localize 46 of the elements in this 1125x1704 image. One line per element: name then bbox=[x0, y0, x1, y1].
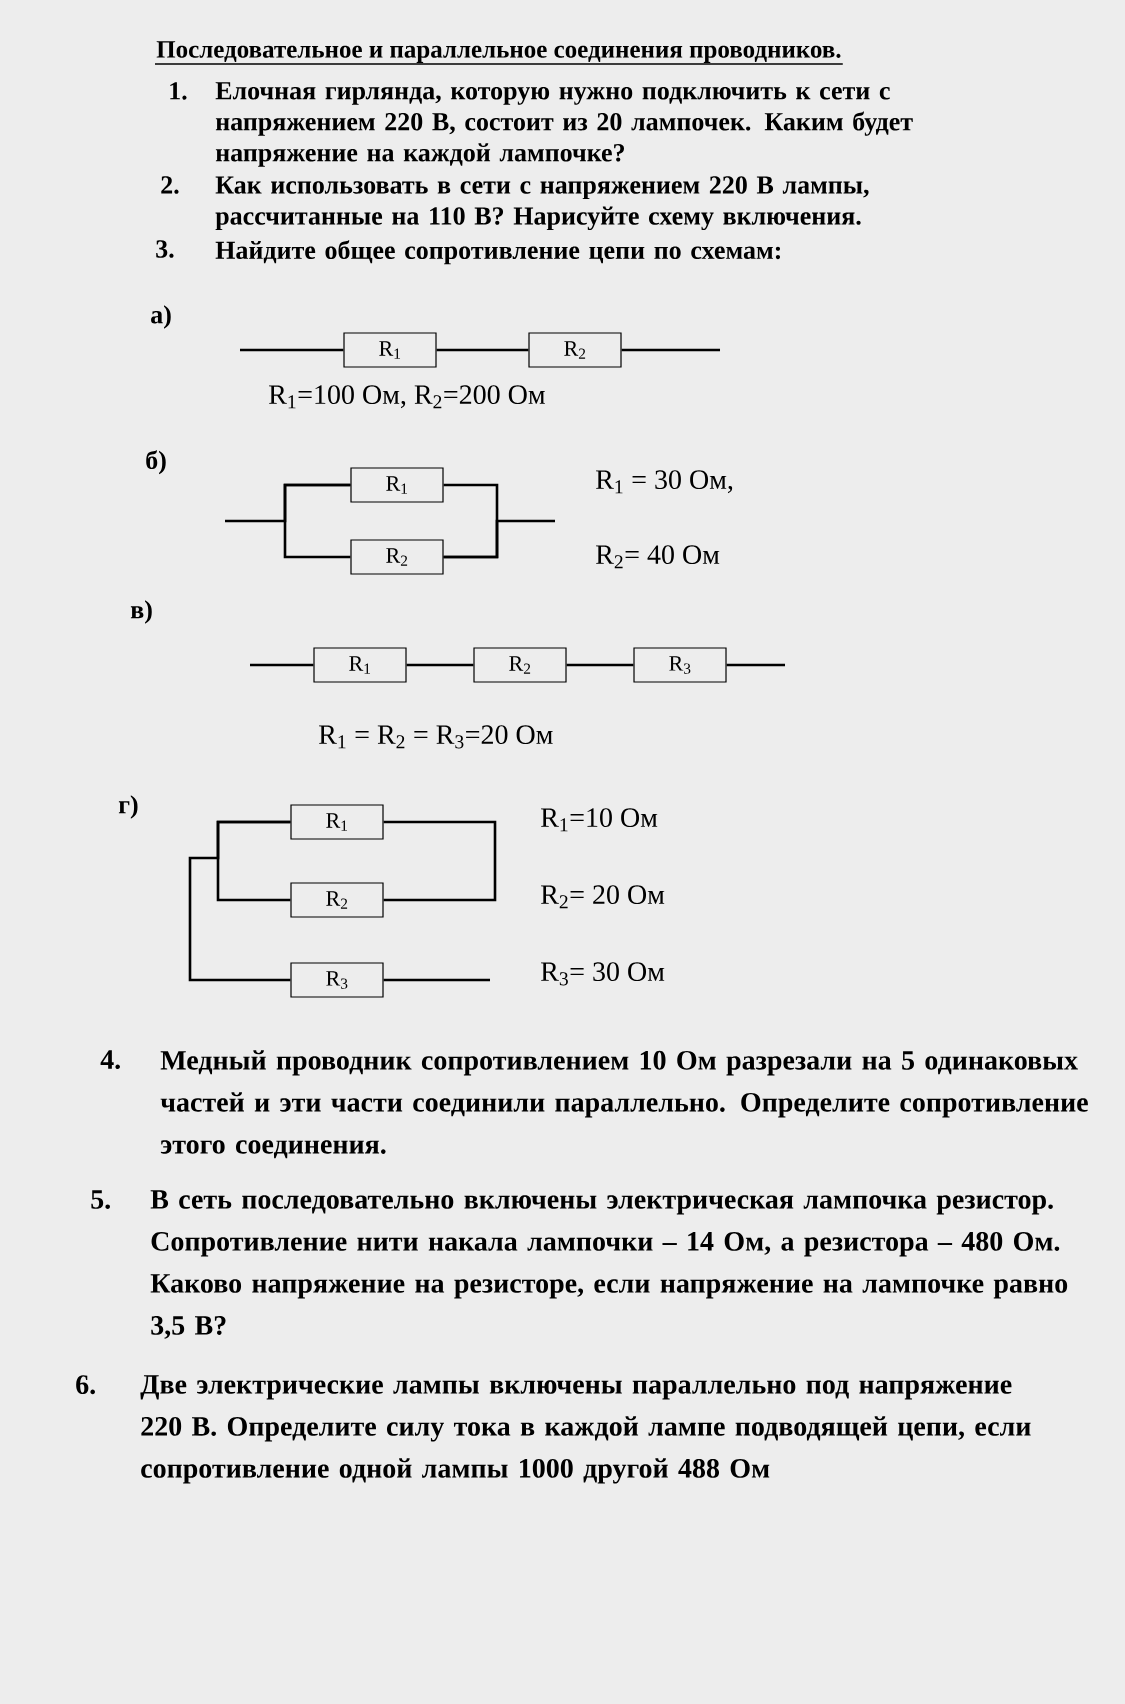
resistance-values: R$_{3}$= 30 Ом bbox=[541, 962, 665, 986]
resistor-box: R$_{1}$ bbox=[343, 332, 437, 368]
question-text: В сеть последовательно включены электрическая лампочка резистор. Сопротивление нити накала лампочки – 14 Ом, а резистора – 480 Ом. Каково напряжение на резисторе, если напряжение на лампочке равно 3,5 В? bbox=[150, 1190, 1068, 1339]
resistance-values: R$_{1}$ = 30 Ом, bbox=[596, 470, 733, 494]
question-text: Елочная гирлянда, которую нужно подключить к сети с напряжением 220 В, состоит из 20 лампочек. Каким будет напряжение на каждой лампочке? bbox=[215, 82, 913, 167]
resistor-box: R$_{2}$ bbox=[473, 647, 567, 683]
wire bbox=[436, 348, 529, 352]
wire bbox=[726, 663, 785, 667]
question-number: 3. bbox=[156, 240, 174, 258]
resistor-box: R$_{2}$ bbox=[528, 332, 622, 368]
question-number: 2. bbox=[161, 176, 179, 194]
wire bbox=[443, 519, 555, 559]
wire bbox=[621, 348, 720, 352]
item-letter: а) bbox=[151, 305, 171, 329]
question-text: Как использовать в сети с напряжением 220 В лампы, рассчитанные на 110 В? Нарисуйте схему включения. bbox=[215, 176, 869, 231]
item-letter: г) bbox=[118, 795, 138, 819]
question-text: Найдите общее сопротивление цепи по схемам: bbox=[215, 240, 781, 265]
resistor-box: R$_{2}$ bbox=[350, 539, 444, 575]
wire bbox=[250, 663, 314, 667]
wire bbox=[283, 483, 351, 559]
resistance-values: R$_{2}$= 40 Ом bbox=[596, 545, 720, 569]
resistor-box: R$_{3}$ bbox=[290, 962, 384, 998]
resistor-box: R$_{1}$ bbox=[313, 647, 407, 683]
question-number: 4. bbox=[100, 1050, 120, 1070]
resistor-box: R$_{1}$ bbox=[290, 804, 384, 840]
question-text: Медный проводник сопротивлением 10 Ом разрезали на 5 одинаковых частей и эти части соединили параллельно. Определите сопротивление этого соединения. bbox=[160, 1050, 1088, 1159]
question-number: 1. bbox=[170, 82, 187, 100]
question-text: Две электрические лампы включены параллельно под напряжение 220 В. Определите силу тока в каждой лампе подводящей цепи, если сопротивление одной лампы 1000 другой 488 Ом bbox=[140, 1375, 1031, 1484]
resistance-values: R$_{2}$= 20 Ом bbox=[541, 885, 665, 909]
wire bbox=[383, 978, 490, 982]
wire bbox=[566, 663, 634, 667]
question-number: 6. bbox=[76, 1375, 95, 1395]
resistor-box: R$_{3}$ bbox=[633, 647, 727, 683]
item-letter: б) bbox=[146, 450, 166, 475]
resistor-box: R$_{2}$ bbox=[290, 882, 384, 918]
wire bbox=[240, 348, 344, 352]
resistance-values: R$_{1}$=100 Ом, R$_{2}$=200 Ом bbox=[269, 385, 545, 409]
wire bbox=[383, 820, 497, 902]
item-letter: в) bbox=[130, 600, 152, 624]
question-number: 5. bbox=[91, 1190, 110, 1209]
resistance-values: R$_{1}$=10 Ом bbox=[541, 808, 658, 832]
heading: Последовательное и параллельное соединения проводников. bbox=[154, 41, 844, 65]
resistor-box: R$_{1}$ bbox=[350, 467, 444, 503]
resistance-values: R$_{1}$ = R$_{2}$ = R$_{3}$=20 Ом bbox=[319, 725, 553, 749]
wire bbox=[188, 820, 291, 982]
wire bbox=[406, 663, 474, 667]
